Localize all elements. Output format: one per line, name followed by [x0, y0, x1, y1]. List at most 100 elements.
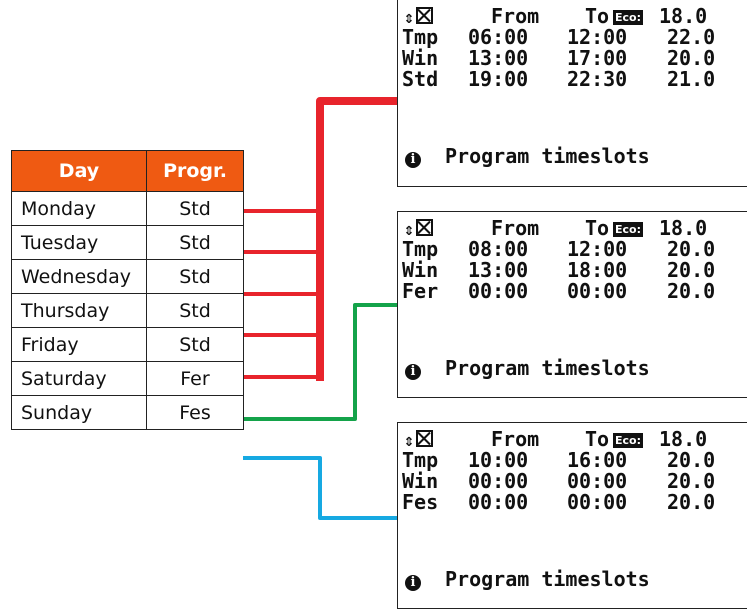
- slot-temperature: 20.0: [667, 448, 716, 472]
- day-cell: Thursday: [11, 293, 147, 328]
- fes-connector: [243, 456, 399, 520]
- table-row: Friday Std: [11, 327, 244, 362]
- slot-to: 00:00: [567, 469, 628, 493]
- table-row: Monday Std: [11, 191, 244, 226]
- slot-from: 06:00: [468, 25, 529, 49]
- day-cell: Tuesday: [11, 225, 147, 260]
- day-cell: Monday: [11, 191, 147, 226]
- slot-from: 00:00: [468, 490, 529, 514]
- eco-badge: Eco:: [613, 10, 643, 25]
- timeslot-row: Win 13:00 17:00 20.0: [402, 48, 715, 69]
- slot-from: 13:00: [468, 46, 529, 70]
- slot-label: Fes: [402, 490, 439, 514]
- panel-footer: i Program timeslots: [405, 358, 650, 380]
- timeslot-row: Tmp 10:00 16:00 20.0: [402, 450, 715, 471]
- footer-label: Program timeslots: [445, 144, 650, 168]
- slot-from: 00:00: [468, 279, 529, 303]
- from-column-header: From: [491, 427, 540, 451]
- timeslot-row: Std 19:00 22:30 21.0: [402, 69, 715, 90]
- eco-badge: Eco:: [613, 433, 643, 448]
- slot-label: Tmp: [402, 237, 439, 261]
- timeslot-row: Tmp 06:00 12:00 22.0: [402, 27, 715, 48]
- day-cell: Friday: [11, 327, 147, 362]
- up-down-arrows-icon: ⇕: [403, 8, 415, 28]
- slot-label: Win: [402, 469, 439, 493]
- slot-label: Win: [402, 46, 439, 70]
- timeslot-row: Tmp 08:00 12:00 20.0: [402, 239, 715, 260]
- slot-label: Fer: [402, 279, 439, 303]
- checkbox-cross-icon: [416, 430, 433, 447]
- program-cell: Std: [146, 259, 244, 294]
- table-row: Saturday Fer: [11, 361, 244, 396]
- to-column-header: To: [585, 4, 610, 28]
- day-cell: Saturday: [11, 361, 147, 396]
- table-row: Thursday Std: [11, 293, 244, 328]
- day-cell: Wednesday: [11, 259, 147, 294]
- to-column-header: To: [585, 427, 610, 451]
- slot-label: Tmp: [402, 25, 439, 49]
- day-program-table: Day Progr. Monday Std Tuesday Std Wednes…: [11, 150, 244, 430]
- table-header-row: Day Progr.: [11, 150, 244, 192]
- info-icon: i: [405, 152, 421, 168]
- table-row: Tuesday Std: [11, 225, 244, 260]
- slot-from: 08:00: [468, 237, 529, 261]
- slot-to: 16:00: [567, 448, 628, 472]
- panel-footer: i Program timeslots: [405, 569, 650, 591]
- panel-footer: i Program timeslots: [405, 146, 650, 168]
- slot-temperature: 20.0: [667, 46, 716, 70]
- up-down-arrows-icon: ⇕: [403, 431, 415, 451]
- info-icon: i: [405, 364, 421, 380]
- eco-temperature: 18.0: [659, 4, 708, 28]
- table-row: Sunday Fes: [11, 395, 244, 430]
- slot-to: 22:30: [567, 67, 628, 91]
- from-column-header: From: [491, 4, 540, 28]
- slot-temperature: 20.0: [667, 258, 716, 282]
- footer-label: Program timeslots: [445, 567, 650, 591]
- program-cell: Std: [146, 191, 244, 226]
- std-connector-trunk: [316, 97, 401, 381]
- slot-to: 00:00: [567, 279, 628, 303]
- slot-temperature: 21.0: [667, 67, 716, 91]
- footer-label: Program timeslots: [445, 356, 650, 380]
- fer-connector: [243, 303, 399, 421]
- slot-label: Std: [402, 67, 439, 91]
- table-row: Wednesday Std: [11, 259, 244, 294]
- slot-temperature: 22.0: [667, 25, 716, 49]
- from-column-header: From: [491, 216, 540, 240]
- slot-from: 10:00: [468, 448, 529, 472]
- slot-label: Win: [402, 258, 439, 282]
- program-cell: Std: [146, 327, 244, 362]
- slot-label: Tmp: [402, 448, 439, 472]
- checkbox-cross-icon: [416, 219, 433, 236]
- slot-to: 18:00: [567, 258, 628, 282]
- slot-to: 12:00: [567, 25, 628, 49]
- timeslot-row: Fer 00:00 00:00 20.0: [402, 281, 715, 302]
- slot-temperature: 20.0: [667, 490, 716, 514]
- program-column-header: Progr.: [146, 150, 244, 192]
- slot-from: 13:00: [468, 258, 529, 282]
- slot-to: 00:00: [567, 490, 628, 514]
- timeslot-row: Fes 00:00 00:00 20.0: [402, 492, 715, 513]
- program-cell: Fes: [146, 395, 244, 430]
- timeslot-row: Win 13:00 18:00 20.0: [402, 260, 715, 281]
- slot-temperature: 20.0: [667, 469, 716, 493]
- slot-to: 17:00: [567, 46, 628, 70]
- checkbox-cross-icon: [416, 7, 433, 24]
- slot-temperature: 20.0: [667, 237, 716, 261]
- slot-temperature: 20.0: [667, 279, 716, 303]
- eco-temperature: 18.0: [659, 216, 708, 240]
- slot-from: 19:00: [468, 67, 529, 91]
- program-cell: Std: [146, 225, 244, 260]
- eco-temperature: 18.0: [659, 427, 708, 451]
- info-icon: i: [405, 575, 421, 591]
- slot-from: 00:00: [468, 469, 529, 493]
- slot-to: 12:00: [567, 237, 628, 261]
- day-column-header: Day: [11, 150, 147, 192]
- eco-badge: Eco:: [613, 222, 643, 237]
